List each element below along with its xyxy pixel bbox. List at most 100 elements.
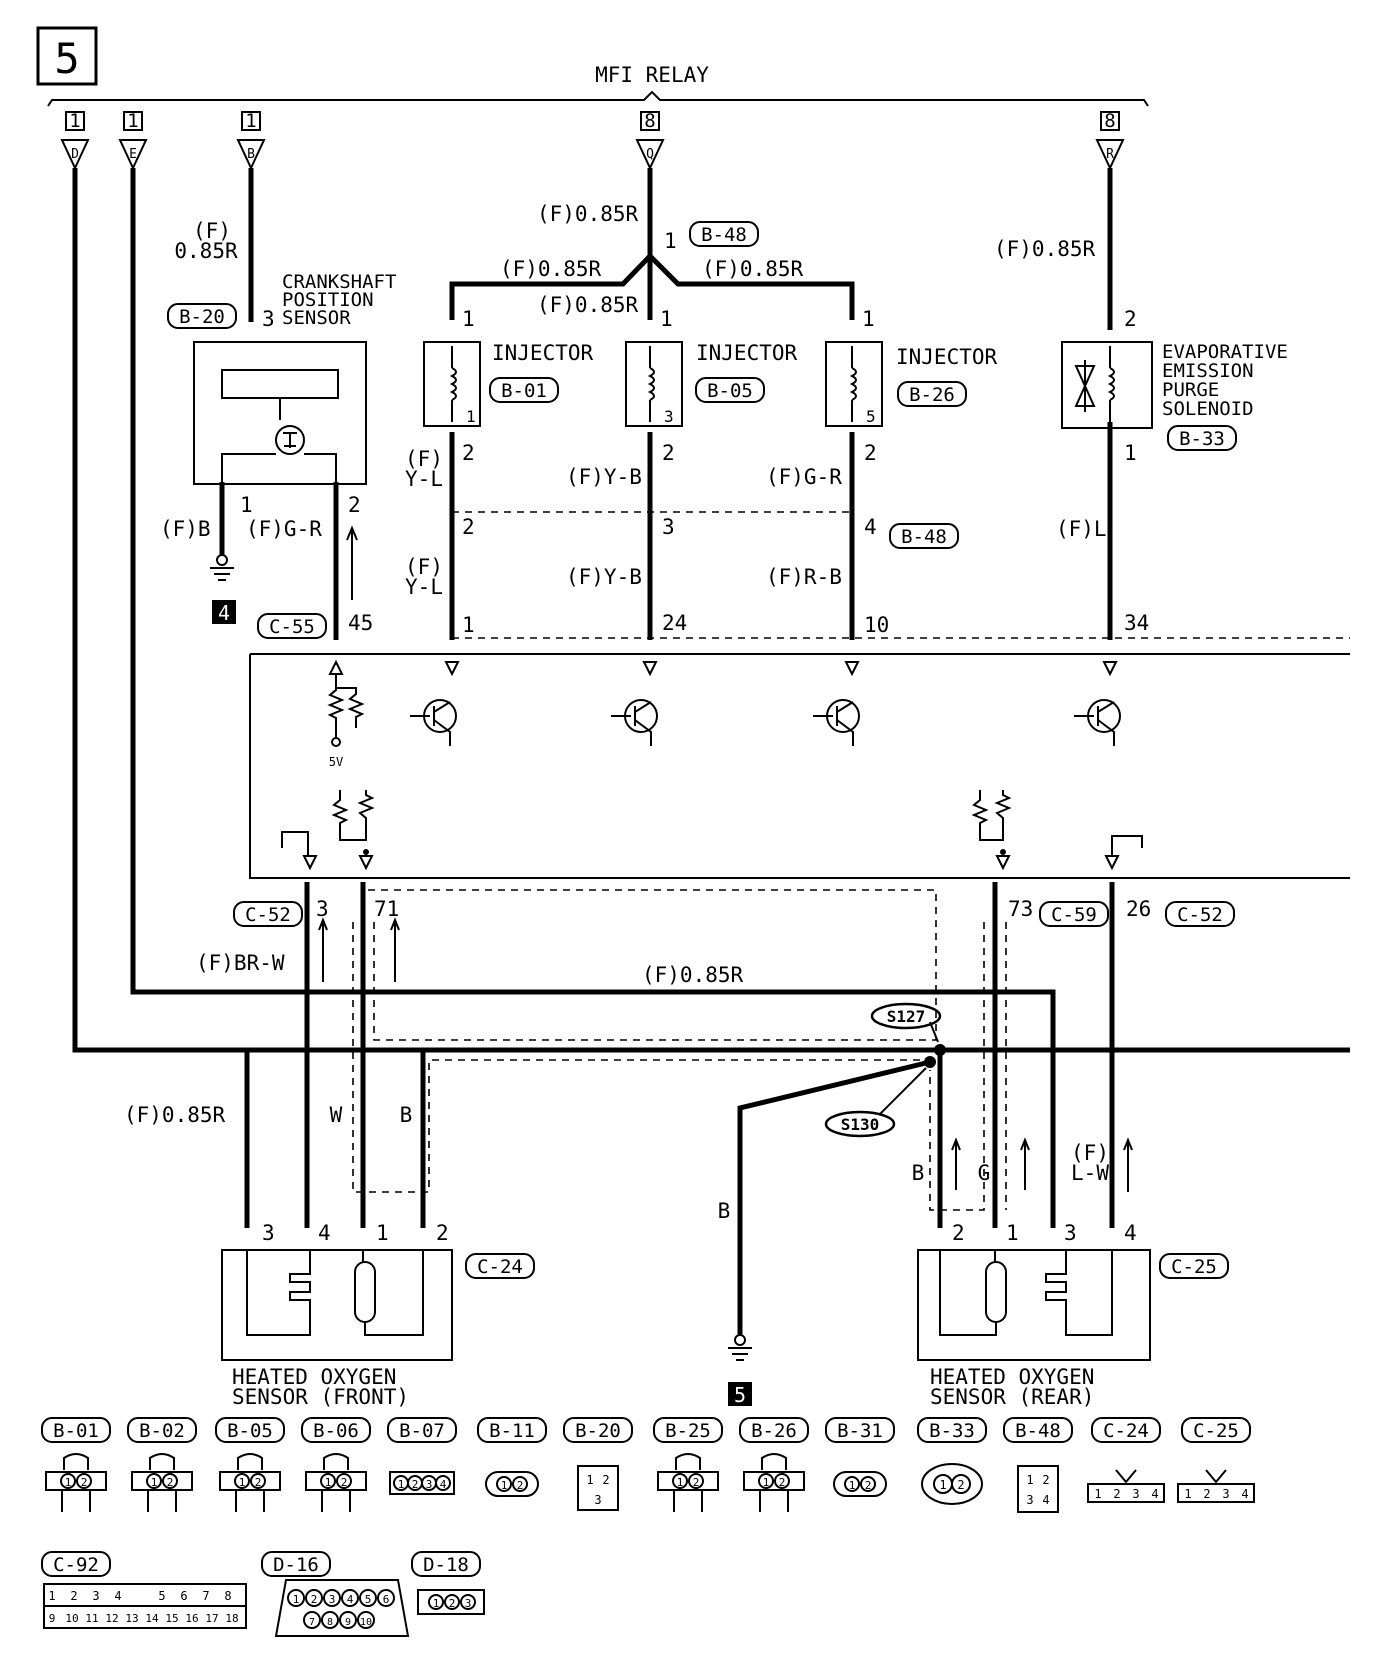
svg-text:11: 11 [85, 1612, 98, 1625]
pin-crank-1: 1 [240, 493, 253, 517]
ground-symbol-5 [728, 1334, 752, 1361]
shield-front [352, 889, 937, 1193]
svg-text:1: 1 [1094, 1487, 1101, 1501]
label-fl: (F)L [1056, 517, 1107, 541]
svg-text:2: 2 [1042, 1473, 1049, 1487]
label-f-inj1b: (F) [405, 555, 443, 579]
evap-label-3: PURGE [1162, 379, 1219, 401]
svg-text:2: 2 [81, 1476, 88, 1489]
pin-inj2-1: 1 [660, 307, 673, 331]
splice-s130-label: S130 [841, 1115, 880, 1134]
svg-text:3: 3 [1222, 1487, 1229, 1501]
pin-ecu-26: 26 [1126, 897, 1151, 921]
pin-o2r-4: 4 [1124, 1221, 1137, 1245]
svg-text:3: 3 [1132, 1487, 1139, 1501]
svg-text:B-48: B-48 [1015, 1420, 1061, 1442]
label-b-front: B [400, 1103, 413, 1127]
splice-s127-dot [934, 1044, 946, 1056]
pin-inj3-1: 1 [862, 307, 875, 331]
svg-text:C-25: C-25 [1193, 1420, 1239, 1442]
splice-s130 [824, 1110, 896, 1138]
svg-text:2: 2 [412, 1478, 419, 1491]
label-b-ground: B [718, 1199, 731, 1223]
label-frb: (F)R-B [766, 565, 842, 589]
svg-text:16: 16 [185, 1612, 198, 1625]
splice-s127 [870, 1002, 942, 1030]
svg-text:3: 3 [594, 1493, 601, 1507]
label-f085r-mid: (F)0.85R [537, 293, 639, 317]
wire-relay-e [130, 168, 1056, 1228]
svg-text:1: 1 [65, 1476, 72, 1489]
injector-2-label: INJECTOR [696, 341, 798, 365]
svg-text:1: 1 [151, 1476, 158, 1489]
svg-text:8: 8 [224, 1589, 231, 1603]
label-f085r-q: (F)0.85R [537, 202, 639, 226]
svg-text:B-05: B-05 [227, 1420, 273, 1442]
svg-text:2: 2 [693, 1476, 700, 1489]
svg-text:2: 2 [255, 1476, 262, 1489]
svg-text:1: 1 [1026, 1473, 1033, 1487]
label-f085r-left: (F)0.85R [500, 257, 602, 281]
svg-text:C-24: C-24 [477, 1256, 523, 1278]
svg-text:1: 1 [677, 1476, 684, 1489]
legend-d18: D-18 [411, 1551, 485, 1615]
pin-ecu-24: 24 [662, 611, 687, 635]
svg-text:10: 10 [360, 1617, 372, 1628]
svg-text:C-52: C-52 [245, 904, 291, 926]
pin-ecu-3: 3 [316, 897, 329, 921]
ecu-box [249, 653, 1350, 879]
svg-text:2: 2 [1113, 1487, 1120, 1501]
evap-label-1: EVAPORATIVE [1162, 341, 1288, 363]
crankshaft-position-sensor [193, 341, 367, 485]
evap-purge-solenoid-symbol [1061, 341, 1153, 429]
ecu-5v-label: 5V [329, 755, 343, 769]
svg-text:1: 1 [939, 1478, 946, 1492]
svg-text:B-11: B-11 [489, 1420, 535, 1442]
svg-text:2: 2 [779, 1476, 786, 1489]
label-f085r-evap: (F)0.85R [994, 237, 1096, 261]
svg-text:1: 1 [69, 110, 80, 132]
relay-terminal-r: 8 R [1095, 110, 1125, 171]
svg-text:B-05: B-05 [707, 380, 753, 402]
label-fyb-a: (F)Y-B [566, 465, 642, 489]
ecu-transistor-evap [1074, 699, 1121, 746]
svg-text:2: 2 [167, 1476, 174, 1489]
pin-inj2-2: 2 [662, 441, 675, 465]
label-085r: 0.85R [174, 239, 238, 263]
svg-text:7: 7 [202, 1589, 209, 1603]
o2-front-label-1: HEATED OXYGEN [232, 1365, 396, 1389]
pin-o2f-3: 3 [262, 1221, 275, 1245]
label-fgr-inj3: (F)G-R [766, 465, 842, 489]
o2-rear-label-2: SENSOR (REAR) [930, 1385, 1094, 1409]
svg-text:B-20: B-20 [575, 1420, 621, 1442]
ground-5-number: 5 [734, 1383, 746, 1407]
svg-text:2: 2 [1203, 1487, 1210, 1501]
svg-text:B: B [247, 147, 255, 162]
svg-text:6: 6 [180, 1589, 187, 1603]
label-f: (F) [193, 219, 231, 243]
pin-o2f-2: 2 [436, 1221, 449, 1245]
relay-terminal-e: 1 E [118, 110, 148, 171]
svg-text:1: 1 [501, 1479, 508, 1492]
svg-text:5: 5 [158, 1589, 165, 1603]
svg-text:B-01: B-01 [53, 1420, 99, 1442]
pin-b48-1: 1 [664, 229, 677, 253]
ecu-transistor-injector-3 [813, 699, 860, 746]
pin-ecu-73: 73 [1008, 897, 1033, 921]
svg-text:Q: Q [646, 147, 654, 162]
relay-brace [47, 90, 1149, 107]
ground-4-number: 4 [218, 601, 230, 625]
injector-3-label: INJECTOR [896, 345, 998, 369]
svg-text:C-52: C-52 [1177, 904, 1223, 926]
svg-text:B-48: B-48 [701, 224, 747, 246]
wire-ground-5 [737, 1059, 931, 1335]
svg-text:3: 3 [1026, 1493, 1033, 1507]
relay-terminal-b: 1 B [236, 110, 266, 171]
